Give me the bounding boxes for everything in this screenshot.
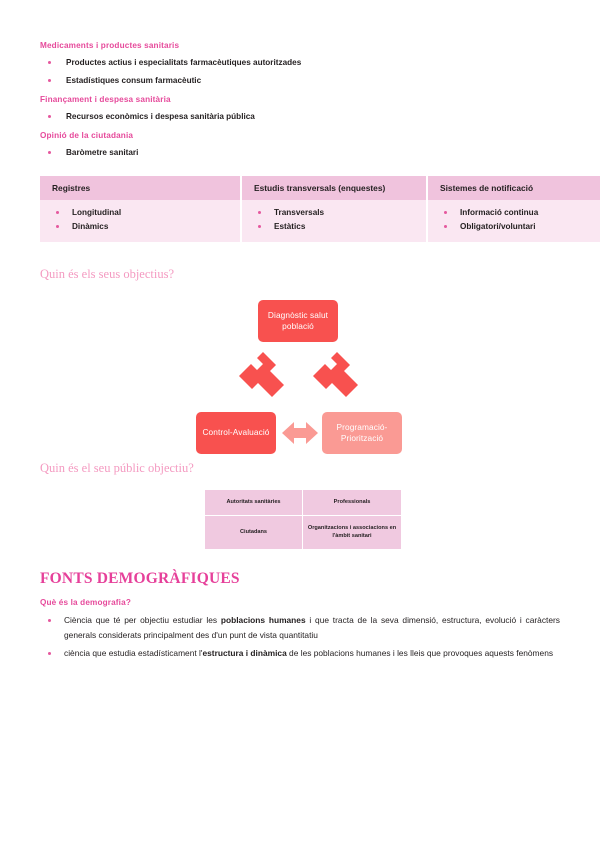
arrow-diagonal-left — [239, 352, 284, 397]
cell-estudis: Transversals Estàtics — [242, 200, 428, 242]
section-financament: Finançament i despesa sanitària Recursos… — [40, 94, 560, 124]
table-row: Ciutadans Organitzacions i associacions … — [205, 515, 401, 549]
cell-list-registres: Longitudinal Dinàmics — [40, 206, 240, 234]
spacer — [40, 282, 560, 292]
column-header-sistemes: Sistemes de notificació — [428, 176, 600, 200]
spacer — [40, 589, 560, 597]
section-opinio: Opinió de la ciutadania Baròmetre sanita… — [40, 130, 560, 160]
objectives-heading: Quin és els seus objectius? — [40, 267, 175, 281]
section-heading-medicaments: Medicaments i productes sanitaris — [40, 41, 180, 50]
cell-sistemes: Informació continua Obligatori/voluntari — [428, 200, 600, 242]
bullet-list-financament: Recursos econòmics i despesa sanitària p… — [40, 110, 560, 124]
list-item: Ciència que té per objectiu estudiar les… — [40, 613, 560, 644]
list-item: Transversals — [242, 206, 426, 220]
list-item: Longitudinal — [40, 206, 240, 220]
table-row: Longitudinal Dinàmics Transversals Estàt… — [40, 200, 600, 242]
sources-table: Registres Estudis transversals (enqueste… — [40, 176, 600, 242]
diagram-box-control: Control-Avaluació — [196, 412, 276, 454]
list-item: Estadístiques consum farmacèutic — [40, 74, 560, 88]
list-item: Recursos econòmics i despesa sanitària p… — [40, 110, 560, 124]
arrow-horizontal — [282, 422, 318, 444]
demography-definitions: Ciència que té per objectiu estudiar les… — [40, 613, 560, 662]
spacer — [40, 164, 560, 176]
cell-list-sistemes: Informació continua Obligatori/voluntari — [428, 206, 600, 234]
diagram-box-diagnostic: Diagnòstic salut població — [258, 300, 338, 342]
list-item: Informació continua — [428, 206, 600, 220]
list-item: Productes actius i especialitats farmacè… — [40, 56, 560, 70]
section-heading-opinio: Opinió de la ciutadania — [40, 131, 134, 140]
spacer — [40, 242, 560, 266]
list-item: Estàtics — [242, 220, 426, 234]
bullet-list-medicaments: Productes actius i especialitats farmacè… — [40, 56, 560, 88]
spacer — [40, 549, 560, 569]
spacer — [40, 476, 560, 490]
cell-professionals: Professionals — [303, 490, 401, 516]
cell-autoritats: Autoritats sanitàries — [205, 490, 303, 516]
audience-heading: Quin és el seu públic objectiu? — [40, 461, 194, 475]
table-row: Autoritats sanitàries Professionals — [205, 490, 401, 516]
diagram-box-programacio: Programació-Priorització — [322, 412, 402, 454]
list-item: ciència que estudia estadísticament l'es… — [40, 646, 560, 662]
cell-ciutadans: Ciutadans — [205, 515, 303, 549]
list-item: Obligatori/voluntari — [428, 220, 600, 234]
objectives-diagram: Diagnòstic salut població Control-Avalua… — [40, 292, 560, 460]
page-title: FONTS DEMOGRÀFIQUES — [40, 569, 240, 587]
document-content: Medicaments i productes sanitaris Produc… — [40, 40, 600, 663]
section-heading-financament: Finançament i despesa sanitària — [40, 95, 171, 104]
cell-registres: Longitudinal Dinàmics — [40, 200, 242, 242]
column-header-registres: Registres — [40, 176, 242, 200]
table-header-row: Registres Estudis transversals (enqueste… — [40, 176, 600, 200]
cell-list-estudis: Transversals Estàtics — [242, 206, 426, 234]
list-item: Baròmetre sanitari — [40, 146, 560, 160]
demography-subheading: Què és la demografia? — [40, 597, 131, 607]
cell-organitzacions: Organitzacions i associacions en l'àmbit… — [303, 515, 401, 549]
column-header-estudis: Estudis transversals (enquestes) — [242, 176, 428, 200]
arrow-diagonal-right — [313, 352, 358, 397]
audience-table: Autoritats sanitàries Professionals Ciut… — [205, 490, 401, 549]
list-item: Dinàmics — [40, 220, 240, 234]
diagram-arrows — [239, 352, 358, 444]
section-medicaments: Medicaments i productes sanitaris Produc… — [40, 40, 560, 88]
bullet-list-opinio: Baròmetre sanitari — [40, 146, 560, 160]
